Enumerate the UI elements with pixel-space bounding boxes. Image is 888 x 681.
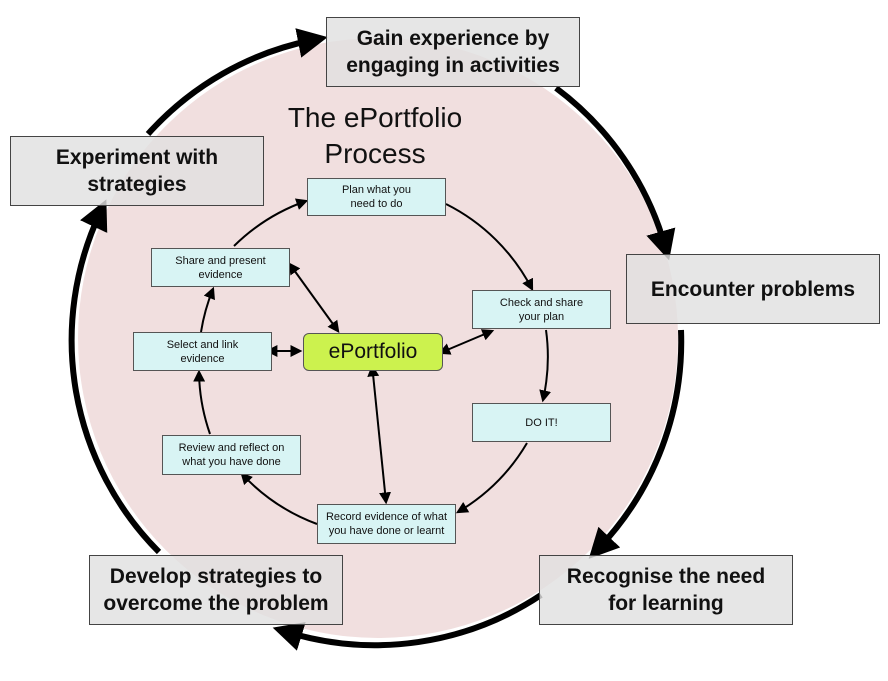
inner-arrow-select-to-share: [200, 286, 215, 333]
center-connectors: [265, 262, 495, 505]
connector-check-center: [438, 329, 495, 355]
inner-step-check-share: Check and share your plan: [472, 290, 611, 329]
outer-step-recognise-need: Recognise the need for learning: [539, 555, 793, 625]
inner-arrow-review-to-select: [193, 369, 211, 435]
outer-step-encounter-problems: Encounter problems: [626, 254, 880, 324]
inner-step-review-reflect: Review and reflect on what you have done: [162, 435, 301, 475]
outer-cycle-arrows: [68, 28, 685, 651]
outer-arrow-develop-to-experiment: [68, 199, 162, 555]
connector-share-center: [288, 262, 340, 333]
outer-arrow-experiment-to-gain: [145, 28, 328, 137]
inner-arrow-share-to-plan: [233, 198, 309, 247]
inner-step-record-evidence: Record evidence of what you have done or…: [317, 504, 456, 544]
outer-step-experiment: Experiment with strategies: [10, 136, 264, 206]
inner-step-share-present: Share and present evidence: [151, 248, 290, 287]
inner-arrow-plan-to-check: [445, 203, 534, 292]
inner-step-select-link: Select and link evidence: [133, 332, 272, 371]
inner-cycle-arrows: [193, 198, 551, 525]
outer-arrow-recognise-to-develop: [272, 592, 543, 651]
inner-arrow-check-to-doit: [539, 329, 551, 403]
diagram-title: The ePortfolio Process: [287, 102, 463, 169]
center-eportfolio: ePortfolio: [303, 333, 443, 371]
inner-step-plan: Plan what you need to do: [307, 178, 446, 216]
outer-step-develop-strategies: Develop strategies to overcome the probl…: [89, 555, 343, 625]
connector-record-center: [367, 364, 391, 505]
inner-arrow-doit-to-record: [455, 442, 528, 514]
outer-step-gain-experience: Gain experience by engaging in activitie…: [326, 17, 580, 87]
outer-arrow-encounter-to-recognise: [588, 329, 685, 559]
inner-step-do-it: DO IT!: [472, 403, 611, 442]
inner-arrow-record-to-review: [240, 472, 318, 525]
outer-arrow-gain-to-encounter: [554, 85, 676, 261]
